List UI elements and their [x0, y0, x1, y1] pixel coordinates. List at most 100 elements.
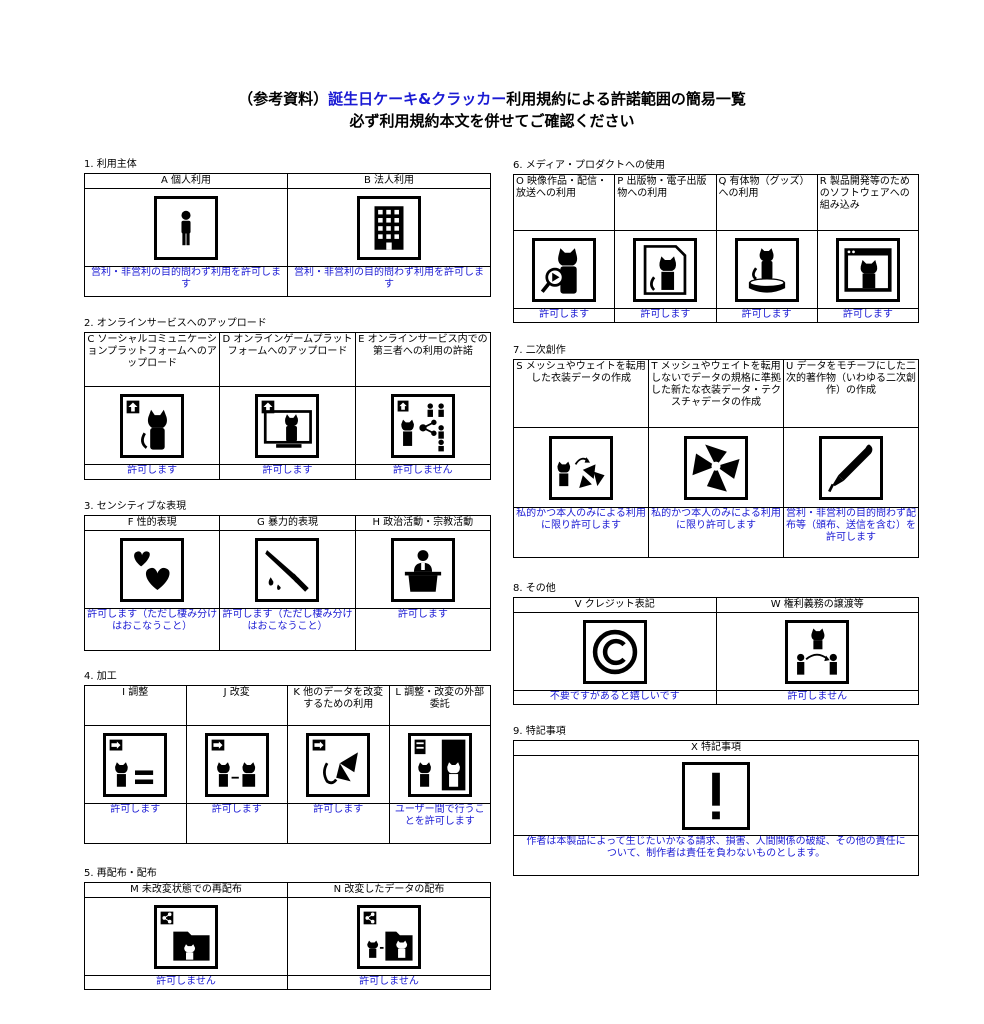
permission-status: 私的かつ本人のみによる利用に限り許可します	[648, 507, 784, 558]
permission-status: 許可します（ただし棲み分けはおこなうこと）	[83, 608, 221, 651]
section-title: 7. 二次創作	[513, 345, 566, 356]
page-subtitle: 必ず利用規約本文を併せてご確認ください	[349, 112, 635, 130]
cell-header: V クレジット表記	[513, 597, 717, 613]
podium-icon	[390, 537, 455, 602]
share-modified-icon	[357, 904, 421, 969]
permission-status: 許可しません	[354, 464, 492, 480]
modify-icon	[204, 732, 269, 797]
cell-header: F 性的表現	[83, 515, 221, 531]
title-product: 誕生日ケーキ&クラッカー	[328, 90, 507, 108]
cell-header: S メッシュやウェイトを転用した衣装データの作成	[513, 359, 649, 428]
permission-status: 許可します	[614, 308, 717, 323]
cell-header: G 暴力的表現	[219, 515, 356, 531]
copyright-icon	[582, 619, 647, 684]
permission-status: 許可します（ただし棲み分けはおこなうこと）	[219, 608, 356, 651]
exclamation-icon	[682, 761, 750, 830]
cell-header: H 政治活動・宗教活動	[354, 515, 492, 531]
permission-table: F 性的表現 G 暴力的表現 H 政治活動・宗教活動 許可します（ただし棲み分け…	[83, 515, 492, 651]
section-title: 6. メディア・プロダクトへの使用	[513, 160, 666, 171]
cell-header: Q 有体物（グッズ）への利用	[715, 174, 818, 231]
upload-share-icon	[390, 393, 455, 458]
knife-icon	[255, 537, 320, 602]
permission-status: 営利・非営利の目的問わず利用を許可します	[287, 266, 491, 297]
permission-table: S メッシュやウェイトを転用した衣装データの作成 T メッシュやウェイトを転用し…	[513, 359, 919, 558]
cell-header: A 個人利用	[84, 173, 288, 189]
publication-icon	[633, 237, 698, 302]
permission-status: 許可します	[816, 308, 920, 323]
title-suffix: 利用規約による許諾範囲の簡易一覧	[506, 90, 746, 108]
section-title: 5. 再配布・配布	[84, 868, 157, 879]
ribbon-icon	[306, 732, 371, 797]
cell-header: L 調整・改変の外部委託	[388, 685, 491, 726]
permission-table: M 未改変状態での再配布 N 改変したデータの配布 許可しません 許可しません	[84, 882, 491, 990]
permission-status: 許可します	[512, 308, 616, 323]
permission-table: V クレジット表記 W 権利義務の譲渡等 不要ですがあると嬉しいです 許可しませ…	[513, 597, 919, 705]
permission-status: 許可します	[715, 308, 818, 323]
cell-header: C ソーシャルコミュニケーションプラットフォームへのアップロード	[83, 332, 221, 387]
outsource-icon	[407, 732, 472, 797]
permission-table: X 特記事項 作者は本製品によって生じたいかなる請求、損害、人間関係の破綻、その…	[513, 740, 919, 876]
cell-header: B 法人利用	[287, 173, 491, 189]
permission-status: ユーザー間で行うことを許可します	[388, 803, 491, 844]
section-redistribution: 5. 再配布・配布 M 未改変状態での再配布 N 改変したデータの配布 許可しま…	[84, 867, 491, 990]
cell-header: K 他のデータを改変するための利用	[287, 685, 390, 726]
permission-status: 許可します	[84, 803, 187, 844]
permission-status: 営利・非営利の目的問わず利用を許可します	[84, 266, 288, 297]
permission-status: 作者は本製品によって生じたいかなる請求、損害、人間関係の破綻、その他の責任につい…	[513, 835, 919, 876]
share-folder-icon	[154, 904, 218, 969]
section-processing: 4. 加工 I 調整 J 改変 K 他のデータを改変するための利用 L 調整・改…	[84, 670, 491, 844]
section-online-upload: 2. オンラインサービスへのアップロード C ソーシャルコミュニケーションプラッ…	[83, 317, 492, 480]
pen-icon	[819, 435, 883, 500]
section-title: 4. 加工	[84, 671, 117, 682]
permission-status: 許可します	[287, 803, 390, 844]
permission-status: 許可します	[83, 464, 221, 480]
cell-header: T メッシュやウェイトを転用しないでデータの規格に準拠した新たな衣装データ・テク…	[648, 359, 784, 428]
upload-avatar-icon	[120, 393, 185, 458]
permission-status: 私的かつ本人のみによる利用に限り許可します	[513, 507, 649, 558]
video-icon	[532, 237, 597, 302]
cell-header: J 改変	[185, 685, 288, 726]
section-title: 9. 特記事項	[513, 726, 566, 737]
building-icon	[357, 195, 421, 260]
cell-header: N 改変したデータの配布	[287, 882, 491, 898]
person-icon	[154, 195, 218, 260]
software-icon	[835, 237, 900, 302]
permission-status: 許可しません	[287, 975, 491, 990]
section-title: 2. オンラインサービスへのアップロード	[84, 318, 267, 329]
cell-header: M 未改変状態での再配布	[84, 882, 288, 898]
hearts-icon	[120, 537, 185, 602]
permission-status: 許可します	[354, 608, 492, 651]
cell-header: U データをモチーフにした二次的著作物（いわゆる二次創作）の作成	[783, 359, 919, 428]
permission-status: 許可しません	[84, 975, 288, 990]
texture-icon	[684, 435, 748, 500]
permission-table: C ソーシャルコミュニケーションプラットフォームへのアップロード D オンライン…	[83, 332, 492, 480]
section-special-notes: 9. 特記事項 X 特記事項 作者は本製品によって生じたいかなる請求、損害、人間…	[513, 725, 919, 876]
permission-status: 許可しません	[715, 690, 919, 705]
permission-table: O 映像作品・配信・放送への利用 P 出版物・電子出版物への利用 Q 有体物（グ…	[512, 174, 920, 323]
cell-header: W 権利義務の譲渡等	[715, 597, 919, 613]
section-sensitive: 3. センシティブな表現 F 性的表現 G 暴力的表現 H 政治活動・宗教活動 …	[83, 500, 492, 651]
permission-table: I 調整 J 改変 K 他のデータを改変するための利用 L 調整・改変の外部委託…	[84, 685, 491, 844]
cell-header: O 映像作品・配信・放送への利用	[512, 174, 616, 231]
section-title: 3. センシティブな表現	[84, 501, 187, 512]
permission-status: 営利・非営利の目的問わず配布等（頒布、送信を含む）を許可します	[783, 507, 919, 558]
cell-header: X 特記事項	[513, 740, 919, 756]
permission-status: 許可します	[185, 803, 288, 844]
permission-status: 許可します	[219, 464, 356, 480]
adjust-icon	[103, 732, 168, 797]
cell-header: D オンラインゲームプラットフォームへのアップロード	[219, 332, 356, 387]
section-derivative-works: 7. 二次創作 S メッシュやウェイトを転用した衣装データの作成 T メッシュや…	[513, 344, 919, 558]
figure-icon	[734, 237, 799, 302]
section-usage-subject: 1. 利用主体 A 個人利用 B 法人利用 営利・非営利の目的問わず利用を許可し…	[84, 158, 491, 297]
cell-header: R 製品開発等のためのソフトウェアへの組み込み	[816, 174, 920, 231]
transfer-icon	[785, 619, 850, 684]
cell-header: E オンラインサービス内での第三者への利用の許諾	[354, 332, 492, 387]
permission-status: 不要ですがあると嬉しいです	[513, 690, 717, 705]
section-title: 1. 利用主体	[84, 159, 137, 170]
mesh-transfer-icon	[549, 435, 613, 500]
section-other: 8. その他 V クレジット表記 W 権利義務の譲渡等 不要ですがあると嬉しいで…	[513, 582, 919, 705]
title-prefix: （参考資料）	[238, 90, 329, 108]
cell-header: P 出版物・電子出版物への利用	[614, 174, 717, 231]
permission-table: A 個人利用 B 法人利用 営利・非営利の目的問わず利用を許可します 営利・非営…	[84, 173, 491, 297]
section-media-products: 6. メディア・プロダクトへの使用 O 映像作品・配信・放送への利用 P 出版物…	[512, 159, 920, 323]
